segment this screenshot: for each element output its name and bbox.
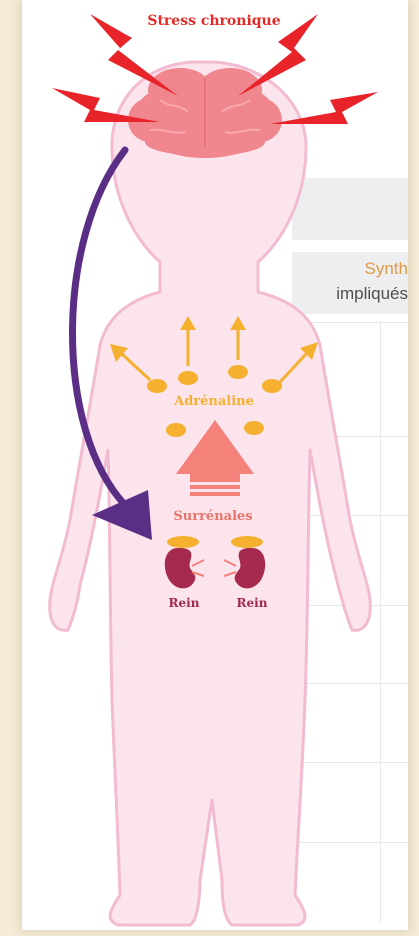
stress-label: Stress chronique — [147, 13, 280, 29]
adrenaline-dot — [244, 421, 264, 435]
adrenaline-dot — [147, 379, 167, 393]
adrenaline-dot — [178, 371, 198, 385]
adrenaline-label: Adrénaline — [173, 394, 254, 409]
surrenales-label: Surrénales — [173, 509, 252, 524]
adrenaline-dot — [262, 379, 282, 393]
adrenaline-dot — [166, 423, 186, 437]
kidney-left-label: Rein — [169, 596, 200, 610]
adrenaline-dot — [228, 365, 248, 379]
kidney-right-label: Rein — [237, 596, 268, 610]
